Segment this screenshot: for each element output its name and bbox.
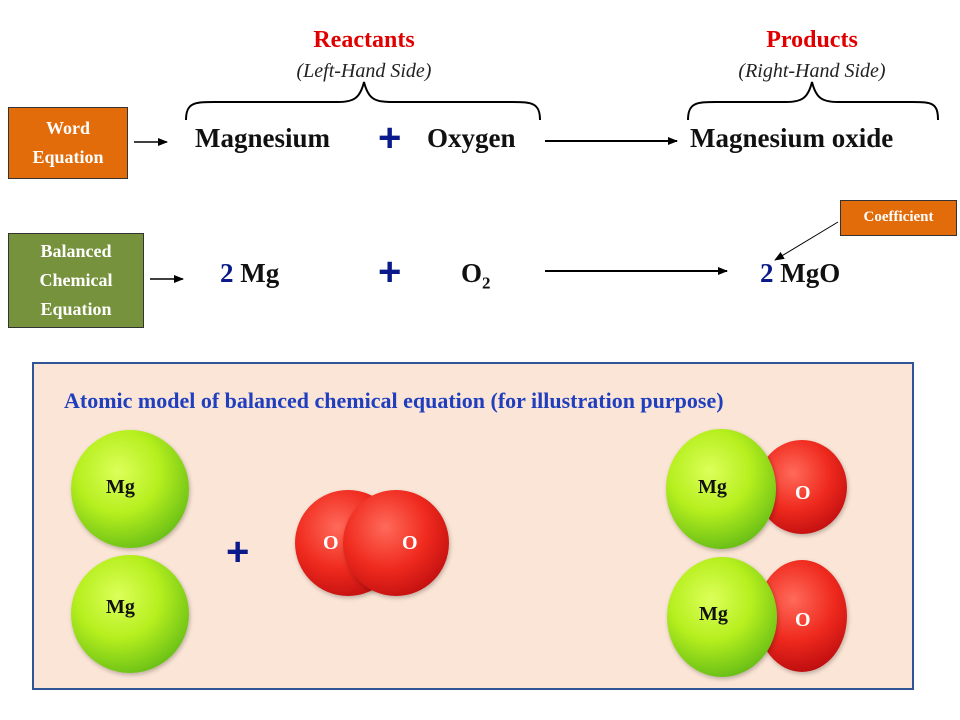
word-plus: + [378, 116, 402, 160]
coefficient-mgo: 2 [760, 258, 774, 288]
balanced-reactant-o2: O2 [461, 258, 491, 293]
balanced-plus: + [378, 250, 402, 294]
mgo-1-mg-label: Mg [698, 476, 727, 498]
o2-subscript: 2 [482, 273, 491, 293]
mgo-1-mg-atom [666, 429, 776, 549]
formula-o: O [461, 258, 483, 288]
coefficient-mg: 2 [220, 258, 234, 288]
oxygen-atom-2 [343, 490, 449, 596]
products-subtitle: (Right-Hand Side) [738, 60, 886, 82]
oxygen-atom-2-label: O [402, 532, 418, 554]
coefficient-pointer [774, 221, 839, 261]
balanced-equation-label-line2: Chemical [39, 270, 113, 290]
word-equation-label: Word Equation [8, 107, 128, 179]
balanced-product-mgo: 2 MgO [760, 258, 840, 289]
oxygen-atom-1-label: O [323, 532, 339, 554]
reactants-brace [185, 81, 541, 121]
coefficient-label: Coefficient [840, 200, 957, 236]
mgo-2-mg-atom [667, 557, 777, 677]
mg-atom-2-label: Mg [106, 596, 135, 618]
balanced-reactant-mg: 2 Mg [220, 258, 279, 289]
formula-mg: Mg [240, 258, 280, 288]
mgo-2-mg-label: Mg [699, 603, 728, 625]
mg-atom-1 [71, 430, 189, 548]
balanced-equation-label-line1: Balanced [40, 241, 112, 261]
word-reactant-magnesium: Magnesium [195, 123, 330, 153]
formula-mgo: MgO [780, 258, 841, 288]
word-equation-label-line1: Word [45, 118, 90, 138]
reactants-title: Reactants [313, 27, 415, 53]
products-brace [687, 81, 939, 121]
model-plus: + [226, 530, 250, 574]
balanced-equation-label: Balanced Chemical Equation [8, 233, 144, 328]
mg-atom-1-label: Mg [106, 476, 135, 498]
products-title: Products [766, 27, 858, 53]
mg-atom-2 [71, 555, 189, 673]
word-equation-label-line2: Equation [32, 147, 104, 167]
atomic-model-title: Atomic model of balanced chemical equati… [64, 388, 724, 413]
mgo-2-o-label: O [795, 609, 811, 631]
word-reactant-oxygen: Oxygen [427, 123, 516, 153]
reactants-subtitle: (Left-Hand Side) [296, 60, 432, 82]
balanced-equation-label-line3: Equation [40, 299, 112, 319]
word-product-magnesium-oxide: Magnesium oxide [690, 123, 894, 153]
mgo-1-o-label: O [795, 482, 811, 504]
